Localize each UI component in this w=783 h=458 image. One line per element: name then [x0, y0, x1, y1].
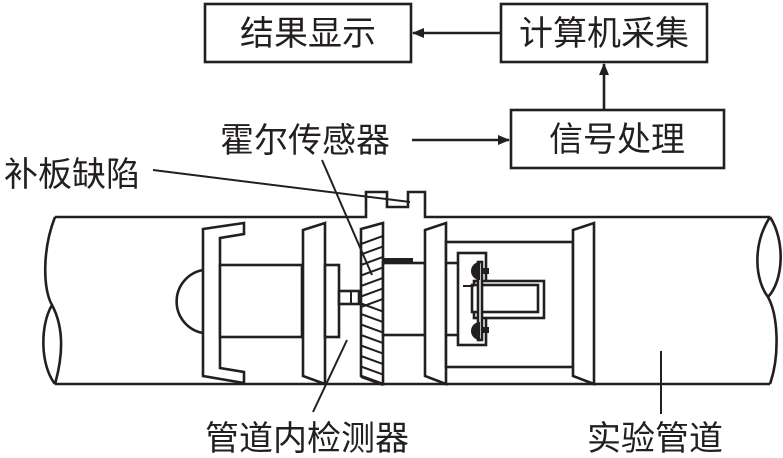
fastener-icons	[471, 262, 489, 340]
pipe-top-wall	[55, 190, 770, 219]
hatch-line	[360, 365, 384, 376]
block-result-display: 结果显示	[203, 2, 413, 64]
universal-joint	[337, 289, 361, 306]
in-pipe-detector-label: 管道内检测器	[205, 419, 409, 458]
hatch-line	[360, 376, 384, 386]
pipe-left-break	[43, 216, 63, 385]
hatch-line	[360, 266, 384, 277]
hatch-line	[360, 245, 384, 256]
hatch-line	[360, 235, 384, 245]
hall-sensor-element	[383, 258, 413, 263]
block-signal-processing: 信号处理	[509, 108, 726, 170]
hatch-line	[360, 344, 384, 355]
hatch-line	[360, 323, 384, 334]
block-computer-acquisition: 计算机采集	[499, 2, 709, 64]
hatch-line	[360, 334, 384, 344]
hatch-line	[360, 287, 384, 298]
front-body-cylinder	[218, 263, 304, 339]
hatch-line	[360, 313, 384, 323]
detector-nose-dome	[175, 268, 204, 335]
pipe-right-break	[756, 216, 778, 385]
signal-processing-label: 信号处理	[549, 120, 685, 160]
leader-in-pipe-detector	[312, 339, 348, 413]
middle-body	[381, 261, 427, 337]
hatch-line	[360, 355, 384, 365]
in-pipe-detector	[175, 221, 596, 386]
computer-acquisition-label: 计算机采集	[519, 14, 689, 54]
rear-cup-seal	[571, 221, 596, 386]
result-display-label: 结果显示	[240, 14, 376, 54]
test-pipe-label: 实验管道	[587, 419, 723, 458]
leader-patch-defect	[152, 169, 411, 203]
hatch-line	[360, 277, 384, 287]
patch-plate-defect-label: 补板缺陷	[4, 155, 140, 195]
third-cup-seal	[423, 221, 448, 386]
leader-hall-sensor	[321, 159, 373, 276]
second-cup-seal	[301, 221, 327, 386]
hall-sensor-label: 霍尔传感器	[220, 121, 390, 161]
hatch-line	[360, 302, 384, 313]
hall-sensor-magnet-disk	[359, 221, 385, 386]
connector-block	[323, 263, 341, 339]
hatch-line	[360, 256, 384, 266]
front-cup-seal	[201, 221, 246, 385]
test-pipe	[42, 190, 782, 386]
